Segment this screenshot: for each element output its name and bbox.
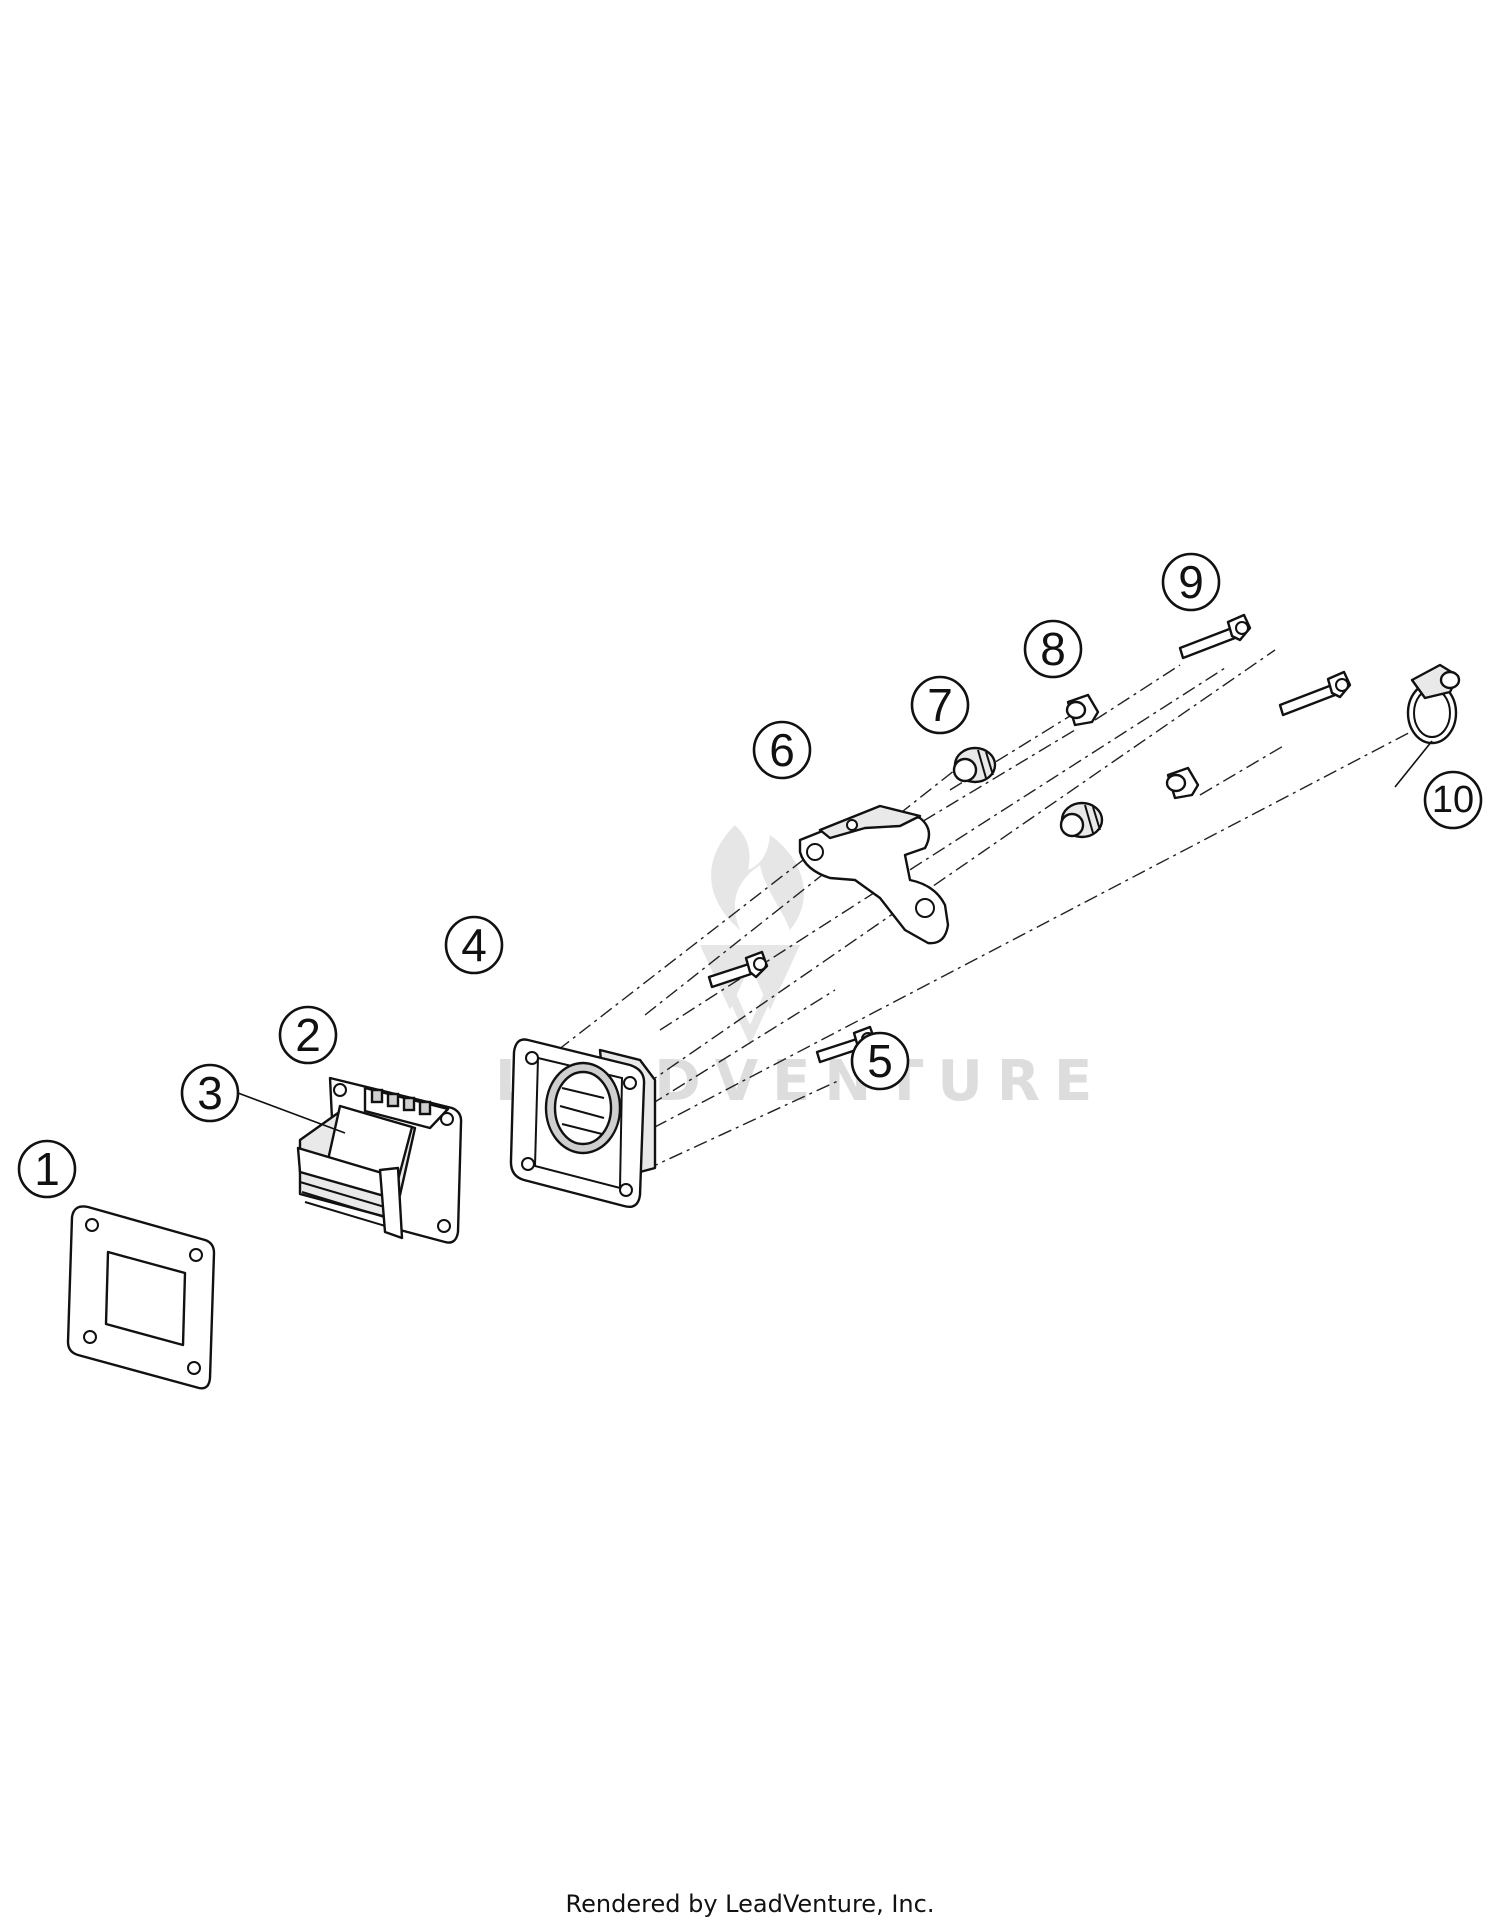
part-3-reed-petals (296, 1104, 417, 1240)
callout-9-label: 9 (1178, 556, 1204, 608)
callout-8-label: 8 (1040, 623, 1066, 675)
leader-lines (237, 740, 1433, 1134)
part-9-bolts (1178, 613, 1352, 717)
leadventure-logo-icon (700, 825, 804, 1045)
part-1-gasket (66, 1205, 216, 1390)
part-6-bracket (798, 804, 950, 945)
part-7-grommets (952, 746, 1104, 839)
callout-8: 8 (1023, 619, 1083, 679)
callout-2: 2 (278, 1005, 338, 1065)
callout-9: 9 (1161, 552, 1221, 612)
part-10-hose-clamp (1406, 663, 1461, 745)
callout-1: 1 (17, 1139, 77, 1199)
callout-3-label: 3 (197, 1067, 223, 1119)
callout-4-label: 4 (461, 919, 487, 971)
callout-6-label: 6 (769, 724, 795, 776)
callout-10: 10 (1423, 770, 1483, 830)
callout-2-label: 2 (295, 1009, 321, 1061)
callout-5-label: 5 (867, 1035, 893, 1087)
callout-5: 5 (850, 1031, 910, 1091)
callout-7-label: 7 (927, 679, 953, 731)
callout-7: 7 (910, 675, 970, 735)
part-4-intake-flange (509, 1038, 657, 1209)
footer-credit: Rendered by LeadVenture, Inc. (565, 1890, 935, 1918)
callout-4: 4 (444, 915, 504, 975)
callout-10-label: 10 (1432, 779, 1474, 821)
callout-3: 3 (180, 1063, 240, 1123)
callout-6: 6 (752, 720, 812, 780)
callout-1-label: 1 (34, 1143, 60, 1195)
part-8-bushings (1065, 693, 1200, 800)
